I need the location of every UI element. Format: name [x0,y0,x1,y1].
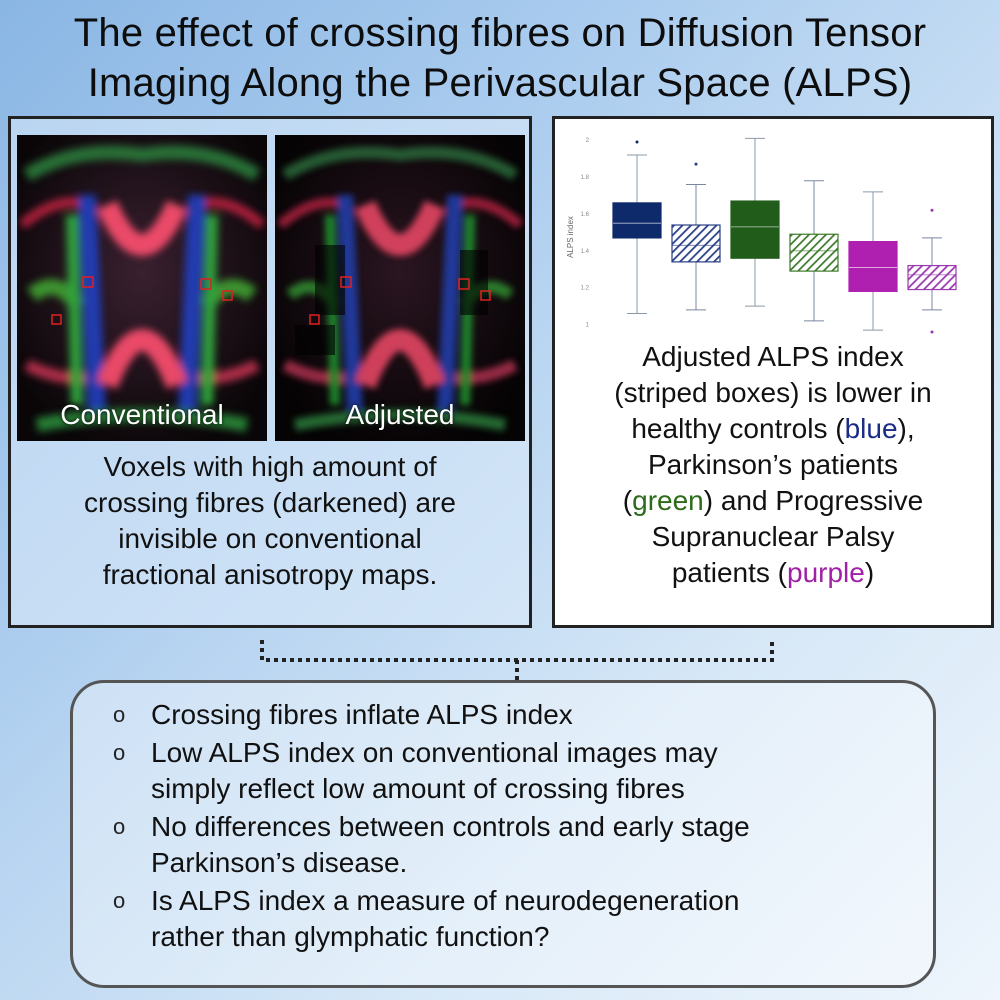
caption-line: (green) and Progressive [555,483,991,519]
conclusion-item: o Crossing fibres inflate ALPS index [113,697,913,733]
box-green-solid [730,137,780,307]
box-purple-striped [907,208,957,334]
conclusion-text: simply reflect low amount of crossing fi… [151,773,685,804]
conclusion-text: Parkinson’s disease. [151,847,408,878]
box-blue-striped [671,162,721,311]
title-line-1: The effect of crossing fibres on Diffusi… [73,11,927,55]
outlier-point [694,162,698,166]
caption-text: ), [897,413,915,444]
outlier-point [930,208,934,212]
box-body [730,200,780,259]
conclusion-text: No differences between controls and earl… [151,811,750,842]
y-tick-label: 1.2 [581,286,590,292]
conclusion-text: Crossing fibres inflate ALPS index [151,699,573,730]
caption-line: crossing fibres (darkened) are [84,487,456,518]
adjusted-fa-map: Adjusted [275,135,525,441]
caption-text: ) and Progressive [703,485,924,516]
y-tick-label: 1.6 [581,212,590,218]
title-line-2: Imaging Along the Perivascular Space (AL… [87,61,913,105]
box-purple-solid [848,191,898,331]
outlier-point [635,140,639,144]
alps-boxplot-panel: ALPS index 1 1.2 1.4 1.6 1.8 2 Adjusted ALPS … [552,116,994,628]
bullet-circle-icon: o [113,740,126,765]
box-blue-solid [612,140,662,315]
bullet-circle-icon: o [113,702,126,727]
conclusion-text: Is ALPS index a measure of neurodegenera… [151,885,740,916]
box-green-striped [789,180,839,322]
caption-line: invisible on conventional [118,523,422,554]
bullet-circle-icon: o [113,814,126,839]
bullet-circle-icon: o [113,888,126,913]
conclusion-item: o No differences between controls and ea… [113,809,913,881]
conclusion-item: o Low ALPS index on conventional images … [113,735,913,807]
caption-line: healthy controls (blue), [555,411,991,447]
conclusion-text: rather than glymphatic function? [151,921,550,952]
conclusion-text: Low ALPS index on conventional images ma… [151,737,718,768]
caption-text: ) [864,557,875,588]
box-body [612,202,662,239]
y-tick-label: 1.8 [581,175,590,181]
caption-line: Adjusted ALPS index [642,341,904,372]
caption-line: patients (purple) [555,555,991,591]
box-body [671,224,721,263]
caption-text: ( [622,485,633,516]
caption-line: Parkinson’s patients [647,449,899,480]
box-body [789,233,839,272]
boxplot-caption: Adjusted ALPS index (striped boxes) is l… [555,339,991,591]
y-tick-label: 2 [586,138,590,144]
conventional-fa-map: Conventional [17,135,267,441]
conventional-label: Conventional [60,399,224,430]
blue-group-label: blue [844,413,898,444]
brain-maps-panel: Conventional [8,116,532,628]
caption-line: Voxels with high amount of [103,451,437,482]
box-body [848,241,898,292]
adjusted-fa-image [275,135,525,441]
adjusted-label: Adjusted [345,399,455,430]
y-axis-label: ALPS index [566,216,575,258]
purple-group-label: purple [787,557,865,588]
brain-maps-caption: Voxels with high amount of crossing fibr… [11,449,529,593]
conventional-fa-image [17,135,267,441]
caption-text: patients ( [671,557,787,588]
y-tick-label: 1.4 [581,249,590,255]
alps-boxplot: ALPS index 1 1.2 1.4 1.6 1.8 2 [566,137,957,334]
caption-line: fractional anisotropy maps. [102,559,438,590]
caption-text: healthy controls ( [631,413,845,444]
caption-line: Supranuclear Palsy [651,521,895,552]
y-tick-label: 1 [586,323,590,329]
green-group-label: green [632,485,704,516]
box-body [907,264,957,291]
outlier-point [930,330,934,334]
conclusions-box: o Crossing fibres inflate ALPS index o L… [70,680,936,988]
caption-line: (striped boxes) is lower in [614,377,932,408]
page-title: The effect of crossing fibres on Diffusi… [0,8,1000,108]
conclusion-item: o Is ALPS index a measure of neurodegene… [113,883,913,955]
